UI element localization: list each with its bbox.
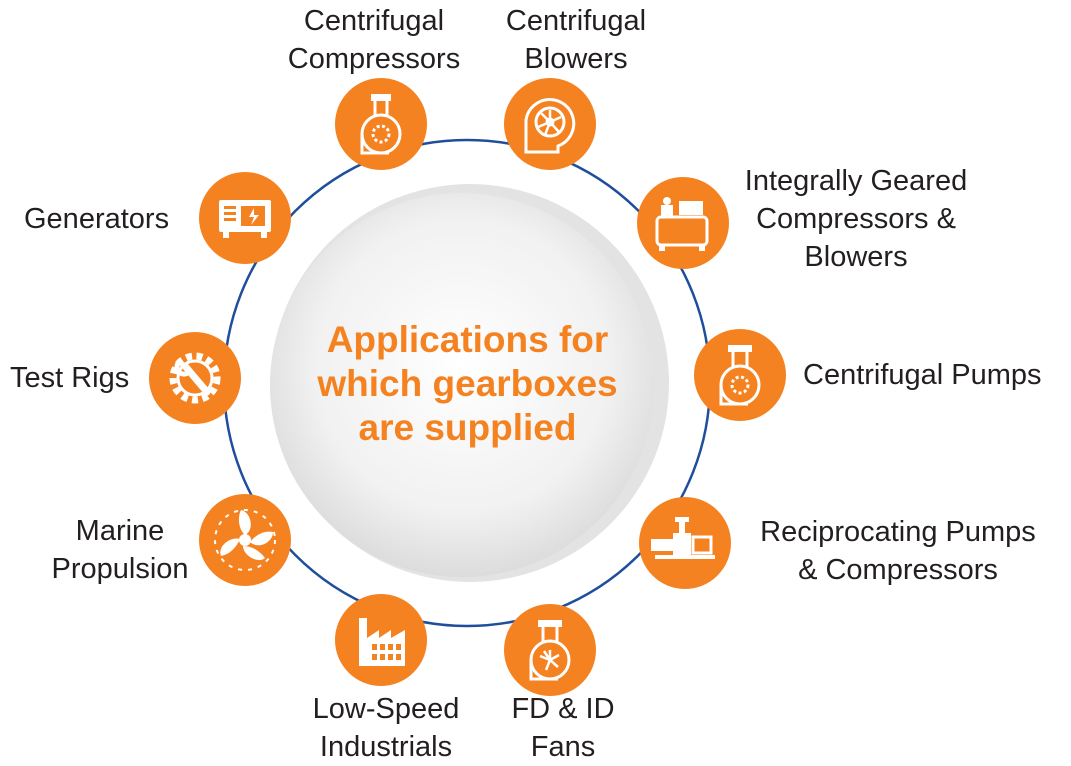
fan-icon (529, 620, 571, 681)
factory-icon (359, 618, 405, 666)
label-centrifugal-compressors: Centrifugal Compressors (282, 2, 466, 78)
label-line: Blowers (524, 43, 628, 75)
label-marine-propulsion: Marine Propulsion (40, 512, 200, 588)
label-line: & Compressors (798, 554, 998, 586)
center-disc (270, 193, 654, 577)
reciprocating-pump-icon (651, 517, 715, 559)
propeller-badge (199, 494, 291, 586)
label-line: FD & ID (511, 693, 615, 725)
centrifugal-pump-icon (719, 345, 761, 406)
centrifugal-compressor-badge (335, 78, 427, 170)
label-line: Centrifugal (303, 5, 445, 37)
label-line: Compressors (287, 43, 461, 75)
test-rig-badge (149, 332, 241, 424)
label-line: Reciprocating Pumps (760, 516, 1036, 548)
label-fd-id-fans: FD & ID Fans (488, 690, 638, 766)
centrifugal-blower-icon (524, 98, 576, 154)
generator-icon (219, 200, 271, 238)
label-generators: Generators (24, 200, 169, 238)
gear-wrench-icon (169, 352, 221, 404)
title-line-3: are supplied (358, 407, 577, 448)
label-integrally-geared: Integrally Geared Compressors & Blowers (736, 162, 976, 276)
integrally-geared-compressor-icon (655, 197, 709, 251)
title-line-2: which gearboxes (317, 363, 618, 404)
label-line: Marine (75, 515, 165, 547)
label-low-speed-industrials: Low-Speed Industrials (298, 690, 474, 766)
centrifugal-blower-badge (504, 78, 596, 170)
label-centrifugal-blowers: Centrifugal Blowers (486, 2, 666, 78)
label-line: Compressors & (756, 203, 956, 235)
label-line: Blowers (804, 241, 908, 273)
label-line: Centrifugal Pumps (803, 359, 1042, 391)
centrifugal-compressor-icon (360, 94, 402, 155)
reciprocating-pump-badge (639, 497, 731, 589)
label-centrifugal-pumps: Centrifugal Pumps (803, 356, 1042, 394)
label-line: Industrials (319, 731, 453, 763)
label-line: Fans (530, 731, 596, 763)
propeller-icon (214, 509, 276, 571)
centrifugal-pump-badge (694, 329, 786, 421)
label-line: Test Rigs (10, 362, 130, 394)
integrally-geared-compressor-badge (637, 177, 729, 269)
diagram-title: Applications for which gearboxes are sup… (280, 318, 655, 450)
fan-badge (504, 604, 596, 696)
factory-badge (335, 594, 427, 686)
title-line-1: Applications for (326, 319, 609, 360)
label-line: Low-Speed (312, 693, 460, 725)
label-line: Propulsion (51, 553, 189, 585)
label-test-rigs: Test Rigs (10, 359, 129, 397)
label-line: Integrally Geared (744, 165, 968, 197)
label-line: Generators (24, 203, 170, 235)
generator-badge (199, 172, 291, 264)
label-line: Centrifugal (505, 5, 647, 37)
label-reciprocating: Reciprocating Pumps & Compressors (748, 513, 1048, 589)
